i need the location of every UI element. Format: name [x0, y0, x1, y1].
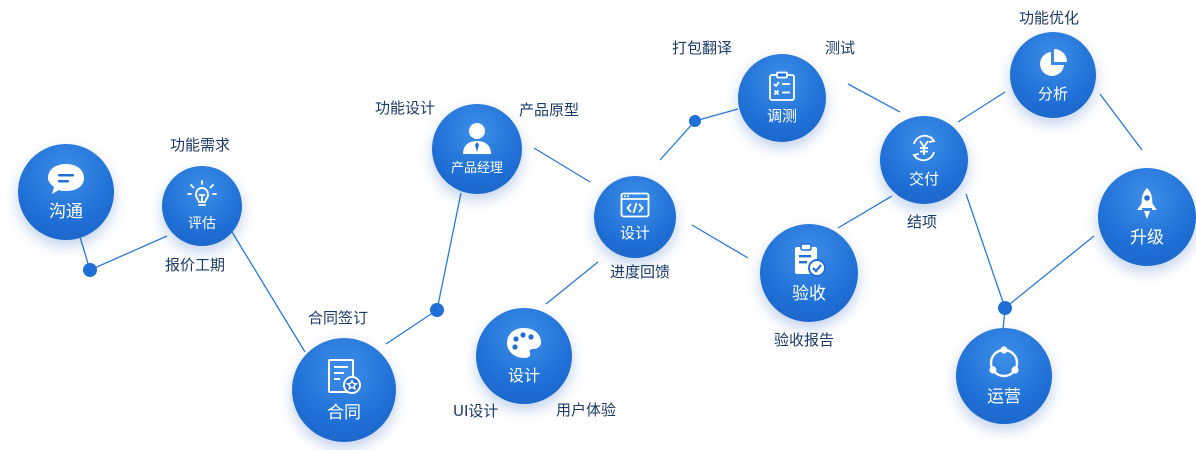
pie-chart-icon [1037, 47, 1069, 83]
node-sheji[interactable]: 设计 [594, 176, 676, 258]
lightbulb-icon [187, 179, 217, 214]
label-gongneng-sheji: 功能设计 [375, 99, 436, 117]
node-label: 交付 [908, 170, 939, 188]
node-label: 验收 [792, 283, 826, 304]
label-dabao-fanyi: 打包翻译 [672, 39, 733, 57]
link-chanpin-sheji [533, 147, 591, 183]
node-label: 评估 [188, 215, 216, 232]
node-pinggu[interactable]: 评估 [162, 166, 242, 246]
label-ui-sheji: UI设计 [453, 402, 499, 420]
label-ceshi: 测试 [825, 39, 856, 57]
link-jiaofu-dot [965, 193, 1006, 309]
contract-document-icon [324, 357, 364, 401]
link-hetong-dot [385, 309, 438, 345]
junction-dot [83, 263, 97, 277]
junction-dot [689, 115, 701, 127]
manager-person-icon [461, 121, 493, 159]
node-tiaoce[interactable]: 调测 [738, 54, 826, 142]
code-window-icon [620, 192, 650, 222]
label-gongneng-youhua: 功能优化 [1019, 9, 1080, 27]
node-yunying[interactable]: 运营 [956, 328, 1052, 424]
node-shengji[interactable]: 升级 [1098, 168, 1196, 266]
label-yonghu-tiyan: 用户体验 [556, 401, 617, 419]
label-jiexiang: 结项 [907, 213, 938, 231]
node-label: 设计 [507, 366, 540, 386]
node-yanshou[interactable]: 验收 [760, 224, 858, 322]
link-jiaofu-fenxi [957, 91, 1006, 123]
node-chanpin-jingli[interactable]: 产品经理 [432, 104, 522, 194]
link-fenxi-shengji [1099, 93, 1143, 151]
link-sheji-yanshou [691, 224, 749, 259]
link-dot-chanpin [436, 192, 462, 311]
cycle-icon [986, 345, 1022, 385]
link-tiaoce-jiaofu [847, 83, 901, 113]
clipboard-checklist-icon [768, 71, 796, 105]
link-sheji-ui [545, 261, 599, 305]
palette-icon [505, 326, 543, 364]
link-dot-pinggu [89, 235, 168, 271]
node-label: 合同 [327, 402, 361, 423]
junction-dot [998, 301, 1012, 315]
link-sheji-dot [659, 120, 696, 161]
label-yanshou-baogao: 验收报告 [774, 331, 835, 349]
yuan-cycle-icon [908, 132, 940, 168]
node-label: 升级 [1130, 227, 1164, 248]
node-label: 运营 [987, 386, 1021, 407]
node-label: 分析 [1037, 85, 1068, 103]
node-label: 沟通 [49, 201, 83, 222]
node-label: 调测 [766, 107, 797, 125]
node-goutong[interactable]: 沟通 [18, 144, 114, 240]
label-hetong-qianding: 合同签订 [308, 309, 369, 327]
node-sheji-ui[interactable]: 设计 [476, 308, 572, 404]
junction-dot [430, 303, 444, 317]
node-fenxi[interactable]: 分析 [1010, 32, 1096, 118]
label-jindu-huikui: 进度回馈 [610, 263, 671, 281]
link-dot-tiaoce [694, 108, 739, 122]
node-hetong[interactable]: 合同 [292, 338, 396, 442]
clipboard-check-icon [791, 242, 827, 282]
node-label: 设计 [619, 224, 650, 242]
node-jiaofu[interactable]: 交付 [880, 116, 968, 204]
rocket-icon [1133, 186, 1161, 226]
chat-bubble-icon [46, 162, 86, 200]
label-chanpin-yuanxing: 产品原型 [519, 101, 580, 119]
node-label: 产品经理 [450, 161, 503, 177]
link-dot-shengji [1004, 235, 1095, 309]
link-pinggu-hetong [231, 231, 306, 353]
link-yanshou-jiaofu [837, 195, 893, 229]
label-gongneng-xuqiu: 功能需求 [170, 136, 231, 154]
label-baojia-gongqi: 报价工期 [165, 256, 226, 274]
